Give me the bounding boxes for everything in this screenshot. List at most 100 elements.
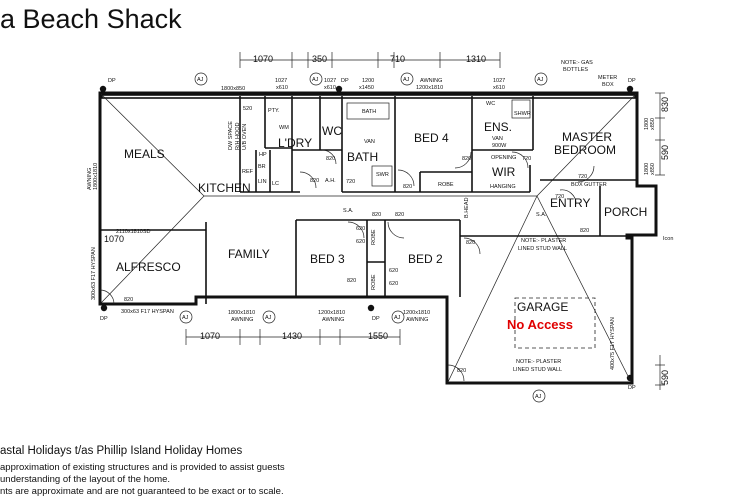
- room-laundry: L'DRY: [278, 136, 312, 150]
- svg-text:300x63 F17 HYSPAN: 300x63 F17 HYSPAN: [121, 309, 174, 315]
- top-window-labels: 1800x850 1027 x610 1027 x610 1200 x1450 …: [108, 60, 636, 92]
- footer-company: astal Holidays t/as Phillip Island Holid…: [0, 445, 243, 457]
- page-title: a Beach Shack: [0, 4, 182, 34]
- svg-text:720: 720: [346, 179, 355, 185]
- svg-text:AWNING: AWNING: [420, 78, 442, 84]
- svg-text:820: 820: [372, 212, 381, 218]
- svg-text:B.HEAD: B.HEAD: [464, 197, 470, 218]
- room-master-line2: BEDROOM: [554, 143, 616, 157]
- room-family: FAMILY: [228, 247, 270, 261]
- dim-bottom-2: 1430: [282, 331, 302, 341]
- svg-text:1800x850: 1800x850: [221, 86, 245, 92]
- svg-text:720: 720: [522, 156, 531, 162]
- svg-text:x610: x610: [493, 85, 505, 91]
- svg-text:AJ: AJ: [403, 77, 410, 83]
- svg-text:WC: WC: [486, 101, 495, 107]
- svg-text:1027: 1027: [324, 78, 336, 84]
- svg-text:BR: BR: [258, 164, 266, 170]
- svg-text:NOTE:- PLASTER: NOTE:- PLASTER: [516, 359, 561, 365]
- bottom-window-labels: 2110x1810SD 300x63 F17 HYSPAN 1800x1810 …: [100, 229, 636, 391]
- room-master-line1: MASTER: [562, 130, 612, 144]
- svg-text:x1450: x1450: [359, 85, 374, 91]
- svg-text:PTY.: PTY.: [268, 108, 280, 114]
- room-garage: GARAGE: [517, 300, 568, 314]
- dim-top-4: 1310: [466, 54, 486, 64]
- svg-text:HP: HP: [259, 152, 267, 158]
- svg-text:DP: DP: [100, 316, 108, 322]
- svg-text:820: 820: [326, 156, 335, 162]
- room-bed4: BED 4: [414, 131, 449, 145]
- svg-text:AJ: AJ: [537, 77, 544, 83]
- svg-text:620: 620: [389, 281, 398, 287]
- vertical-labels: DW SPACE R/H HOOD U/B OVEN ROBE ROBE B.H…: [87, 97, 670, 385]
- svg-text:820: 820: [395, 212, 404, 218]
- room-bed2: BED 2: [408, 252, 443, 266]
- svg-text:720: 720: [578, 174, 587, 180]
- svg-text:1200x1810: 1200x1810: [318, 310, 345, 316]
- garage-notes: NOTE:- PLASTER LINED STUD WALL NOTE:- PL…: [513, 238, 567, 373]
- svg-text:BOX: BOX: [602, 82, 614, 88]
- svg-text:820: 820: [462, 156, 471, 162]
- top-dimensions: 1070 350 710 1310: [239, 52, 501, 68]
- svg-text:BOTTLES: BOTTLES: [563, 67, 588, 73]
- bottom-dimensions: 1070 1430 1550: [185, 329, 401, 345]
- svg-text:AWNING: AWNING: [231, 317, 253, 323]
- interior-walls: [100, 96, 636, 349]
- room-bath: BATH: [347, 150, 378, 164]
- svg-text:AWNING: AWNING: [322, 317, 344, 323]
- svg-text:AJ: AJ: [535, 394, 542, 400]
- svg-text:900W: 900W: [492, 143, 507, 149]
- svg-text:1027: 1027: [493, 78, 505, 84]
- door-swings: [99, 149, 595, 382]
- svg-text:LINED STUD WALL: LINED STUD WALL: [513, 367, 562, 373]
- svg-text:OPENING: OPENING: [491, 155, 516, 161]
- room-bed3: BED 3: [310, 252, 345, 266]
- svg-text:ROBE: ROBE: [371, 229, 377, 245]
- room-wir: WIR: [492, 165, 516, 179]
- svg-text:VAN: VAN: [492, 136, 503, 142]
- svg-text:x610: x610: [324, 85, 336, 91]
- svg-text:830: 830: [660, 97, 670, 112]
- svg-text:AJ: AJ: [197, 77, 204, 83]
- svg-text:S.A.: S.A.: [343, 208, 354, 214]
- svg-text:AJ: AJ: [312, 77, 319, 83]
- svg-text:x850: x850: [650, 163, 656, 175]
- svg-text:820: 820: [580, 228, 589, 234]
- svg-text:NOTE:- PLASTER: NOTE:- PLASTER: [521, 238, 566, 244]
- svg-text:1200x1810: 1200x1810: [416, 85, 443, 91]
- svg-text:S.A.: S.A.: [536, 212, 547, 218]
- svg-text:620: 620: [356, 226, 365, 232]
- svg-text:1800: 1800: [644, 163, 650, 175]
- svg-text:DP: DP: [108, 78, 116, 84]
- svg-text:AJ: AJ: [265, 315, 272, 321]
- garage-no-access: No Access: [507, 317, 573, 332]
- room-meals: MEALS: [124, 147, 165, 161]
- svg-text:DP: DP: [628, 78, 636, 84]
- svg-text:820: 820: [124, 297, 133, 303]
- svg-text:820: 820: [466, 240, 475, 246]
- room-alfresco: ALFRESCO: [116, 260, 181, 274]
- svg-text:820: 820: [310, 178, 319, 184]
- dim-bottom-3: 1550: [368, 331, 388, 341]
- svg-text:520: 520: [243, 106, 252, 112]
- svg-text:1800: 1800: [644, 118, 650, 130]
- svg-text:1200x1810: 1200x1810: [403, 310, 430, 316]
- aj-markers-top: AJ AJ AJ AJ: [194, 72, 548, 86]
- room-ensuite: ENS.: [484, 120, 512, 134]
- floor-plan: 1070 350 710 1310 AJ AJ AJ AJ 1800x850 1…: [87, 52, 673, 403]
- svg-text:620: 620: [389, 268, 398, 274]
- svg-text:U/B OVEN: U/B OVEN: [242, 124, 248, 150]
- dim-top-3: 710: [390, 54, 405, 64]
- svg-text:1070: 1070: [104, 234, 124, 244]
- room-porch: PORCH: [604, 205, 647, 219]
- footer-disclaimer-3: nts are approximate and are not guarante…: [0, 486, 284, 497]
- side-dimension-lines: [655, 92, 665, 390]
- svg-text:A.H.: A.H.: [325, 178, 336, 184]
- dim-bottom-1: 1070: [200, 331, 220, 341]
- svg-text:AWNING: AWNING: [87, 168, 93, 190]
- svg-text:SHWR: SHWR: [514, 111, 531, 117]
- door-dimensions: 820 820 820 820 720 720 720 720 820 820 …: [124, 156, 589, 374]
- svg-text:LIN: LIN: [258, 179, 267, 185]
- dim-top-1: 1070: [253, 54, 273, 64]
- svg-text:METER: METER: [598, 75, 617, 81]
